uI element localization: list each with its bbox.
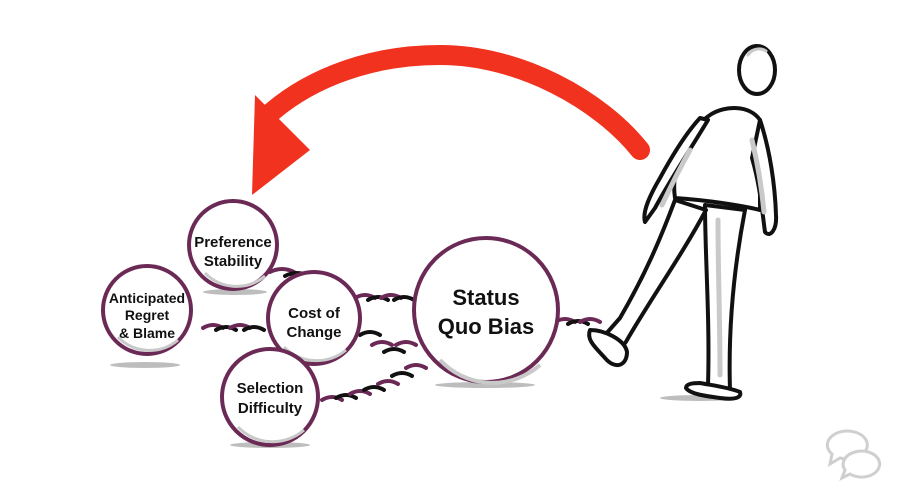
walking-person-icon (587, 44, 779, 401)
chain-icon (320, 363, 428, 402)
ball-label: Quo Bias (438, 314, 535, 339)
ball-label: & Blame (119, 325, 175, 341)
ball-status-quo-bias: Status Quo Bias (412, 236, 560, 385)
ball-label: Stability (204, 253, 263, 270)
ball-preference-stability: Preference Stability (187, 199, 279, 291)
chain-icon (353, 293, 416, 302)
ball-selection-difficulty: Selection Difficulty (220, 347, 320, 447)
ball-anticipated-regret: Anticipated Regret & Blame (101, 264, 193, 356)
chain-icon (358, 330, 418, 354)
ball-label: Change (286, 324, 341, 341)
chat-bubbles-icon (825, 429, 882, 482)
ball-label: Regret (125, 307, 170, 323)
chain-icon (201, 323, 266, 332)
ball-label: Selection (237, 380, 304, 397)
ball-cost-of-change: Cost of Change (266, 270, 362, 366)
ball-label: Anticipated (109, 290, 185, 306)
figure-shading (659, 137, 767, 378)
chain-icon (553, 317, 602, 326)
ball-label: Preference (194, 234, 272, 251)
ball-label: Cost of (288, 305, 341, 322)
ball-label: Difficulty (238, 400, 303, 417)
ball-label: Status (452, 285, 519, 310)
chain-links (201, 267, 602, 402)
curved-arrow-icon (252, 44, 650, 195)
